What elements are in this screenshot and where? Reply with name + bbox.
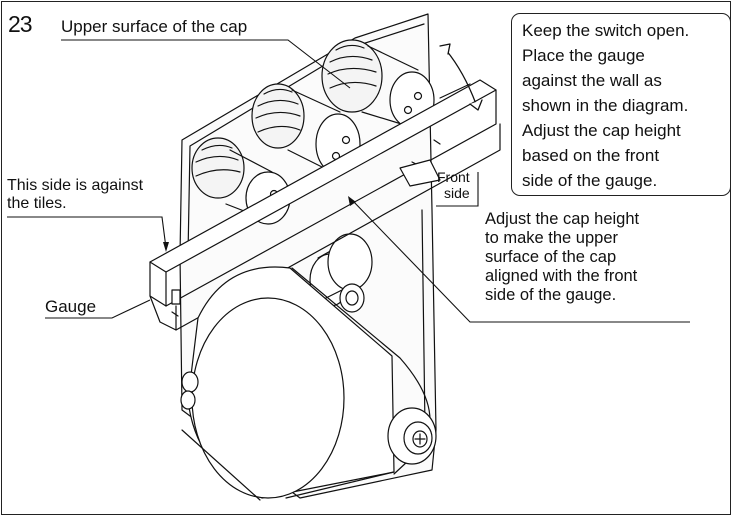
adjust-note-line2: to make the upper xyxy=(485,229,618,247)
instruction-line2: Place the gauge xyxy=(522,46,645,65)
instruction-line5: Adjust the cap height xyxy=(522,121,681,140)
label-this-side-line1: This side is against xyxy=(7,177,144,194)
label-upper-surface: Upper surface of the cap xyxy=(61,17,248,36)
leader-adjust xyxy=(351,199,690,323)
leader-gauge xyxy=(45,299,151,319)
instruction-line6: based on the front xyxy=(522,146,660,165)
adjust-note-line1: Adjust the cap height xyxy=(485,210,640,228)
instruction-line3: against the wall as xyxy=(522,71,662,90)
label-this-side-line2: the tiles. xyxy=(7,195,67,212)
instruction-line4: shown in the diagram. xyxy=(522,96,689,115)
lower-fittings xyxy=(180,371,261,501)
label-gauge: Gauge xyxy=(45,297,97,316)
step-number: 23 xyxy=(8,11,33,37)
adjust-note-line5: side of the gauge. xyxy=(485,286,617,304)
instruction-line7: side of the gauge. xyxy=(522,171,658,190)
instruction-box xyxy=(511,13,731,196)
cap-upper-right xyxy=(321,39,471,129)
leader-this-side xyxy=(7,216,167,249)
leader-upper-surface xyxy=(61,39,351,89)
adjust-note-line3: surface of the cap xyxy=(485,248,617,266)
label-front-side-line2: side xyxy=(444,185,470,201)
instruction-line1: Keep the switch open. xyxy=(522,21,690,40)
rotation-arrow xyxy=(439,43,483,111)
main-body-cylinder xyxy=(187,266,437,499)
adjust-note-line4: aligned with the front xyxy=(485,267,638,285)
cap-middle xyxy=(251,83,361,175)
label-front-side-line1: Front xyxy=(437,169,470,185)
leader-front-side xyxy=(436,172,479,207)
